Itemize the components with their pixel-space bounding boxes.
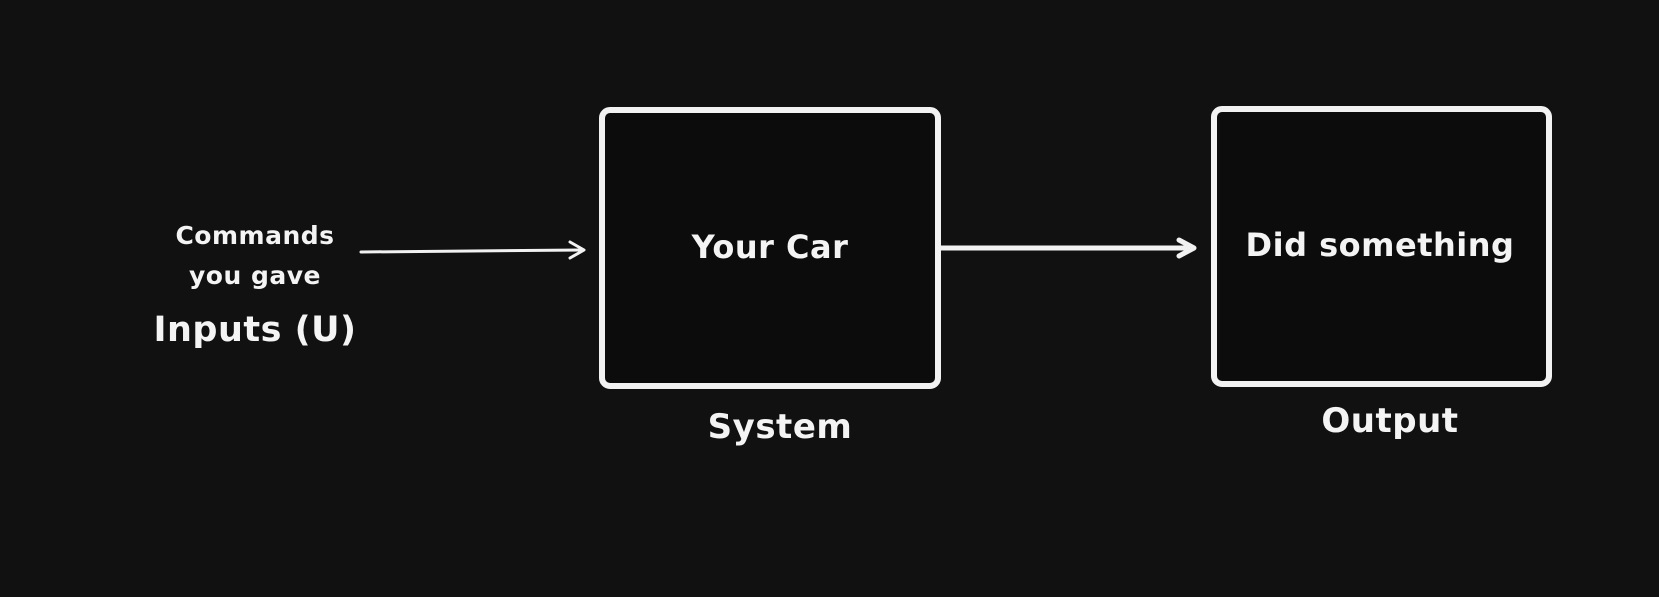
system-box — [599, 107, 941, 389]
input-note: Commands you gave — [140, 216, 370, 296]
system-label: System — [707, 407, 853, 447]
input-note-line1: Commands — [175, 221, 335, 250]
output-inner-text: Did something — [1245, 226, 1515, 264]
input-arrow — [359, 240, 586, 260]
output-arrow — [938, 237, 1197, 259]
input-note-line2: you gave — [189, 261, 321, 290]
output-box — [1211, 106, 1552, 387]
input-label: Inputs (U) — [153, 310, 357, 350]
output-label: Output — [1321, 401, 1459, 441]
system-inner-text: Your Car — [691, 228, 849, 266]
